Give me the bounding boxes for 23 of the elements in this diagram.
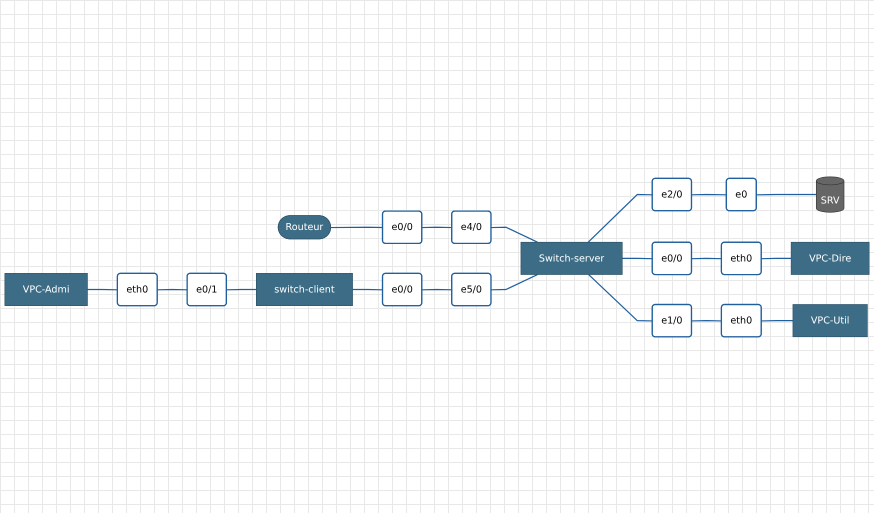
connector [491,274,538,290]
connector [761,320,793,322]
connector [87,288,118,290]
node-box: Switch-server [520,242,623,275]
node-box: VPC-Admi [4,272,88,306]
connector [588,274,653,322]
connector [756,194,816,196]
connector [761,257,792,259]
connector [422,226,452,228]
connector [352,288,383,290]
connector [491,226,538,242]
node-box: VPC-Dire [790,242,870,275]
connector [692,320,722,322]
connector [157,288,188,290]
connector [226,288,256,290]
connector [331,226,383,228]
connector [422,288,452,290]
connector [692,257,722,259]
node-box: VPC-Util [792,304,868,337]
connector [588,194,653,242]
connector [692,194,727,196]
node-box: switch-client [256,272,353,306]
connector [622,257,653,259]
